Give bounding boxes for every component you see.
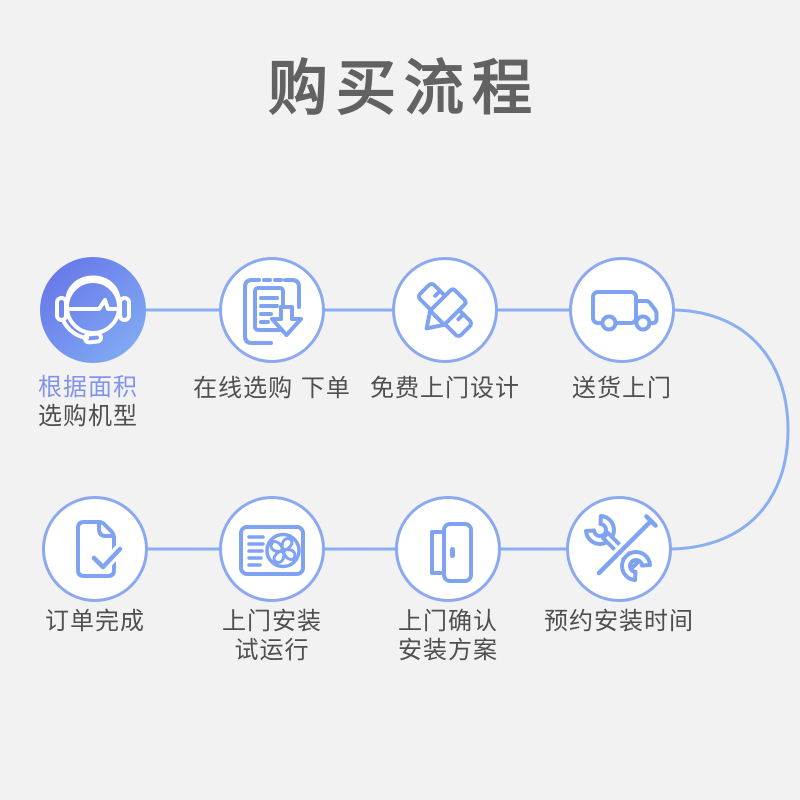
step-label-line1: 订单完成 xyxy=(45,608,145,635)
order-form-icon xyxy=(243,278,303,345)
step-free-design: 免费上门设计 xyxy=(360,257,530,403)
step-circle xyxy=(566,496,672,602)
step-label: 上门安装 试运行 xyxy=(222,607,322,665)
step-order-complete: 订单完成 xyxy=(10,496,180,636)
step-confirm-plan: 上门确认 安装方案 xyxy=(363,496,533,665)
step-label: 根据面积 选购机型 xyxy=(8,373,138,431)
step-schedule-installation: 预约安装时间 xyxy=(534,496,704,636)
ruler-pencil-icon xyxy=(417,282,473,338)
step-circle xyxy=(219,257,325,363)
step-circle xyxy=(395,496,501,602)
step-install-trial-run: 上门安装 试运行 xyxy=(187,496,357,665)
step-label-line1: 免费上门设计 xyxy=(370,375,520,402)
step-label-line1: 在线选购 下单 xyxy=(193,375,351,402)
step-circle xyxy=(219,496,325,602)
step-label-line2: 选购机型 xyxy=(38,403,138,430)
step-label-line1: 根据面积 xyxy=(38,374,138,401)
step-circle xyxy=(40,257,146,363)
step-select-model: 根据面积 选购机型 xyxy=(8,257,178,431)
step-label: 订单完成 xyxy=(45,607,145,636)
step-label: 在线选购 下单 xyxy=(193,374,351,403)
step-label: 免费上门设计 xyxy=(370,374,520,403)
step-circle xyxy=(569,257,675,363)
step-label: 送货上门 xyxy=(572,374,672,403)
step-label-line1: 预约安装时间 xyxy=(544,608,694,635)
document-check-icon xyxy=(76,520,126,578)
page-title: 购买流程 xyxy=(268,55,540,122)
step-delivery: 送货上门 xyxy=(537,257,707,403)
door-icon xyxy=(430,522,473,583)
headset-agent-icon xyxy=(55,275,131,345)
step-circle xyxy=(392,257,498,363)
delivery-truck-icon xyxy=(591,290,659,332)
step-label-line1: 上门确认 xyxy=(398,608,498,635)
ac-unit-fan-icon xyxy=(239,525,305,576)
step-label-line2: 安装方案 xyxy=(398,637,498,664)
step-circle xyxy=(42,496,148,602)
step-label-line2: 试运行 xyxy=(234,637,310,664)
step-label: 上门确认 安装方案 xyxy=(398,607,498,665)
step-label-line1: 上门安装 xyxy=(222,608,322,635)
right-curve-connector xyxy=(670,308,790,551)
step-label-line1: 送货上门 xyxy=(572,375,672,402)
step-place-order: 在线选购 下单 xyxy=(187,257,357,403)
step-label: 预约安装时间 xyxy=(544,607,694,636)
wrench-screwdriver-icon xyxy=(584,514,658,582)
